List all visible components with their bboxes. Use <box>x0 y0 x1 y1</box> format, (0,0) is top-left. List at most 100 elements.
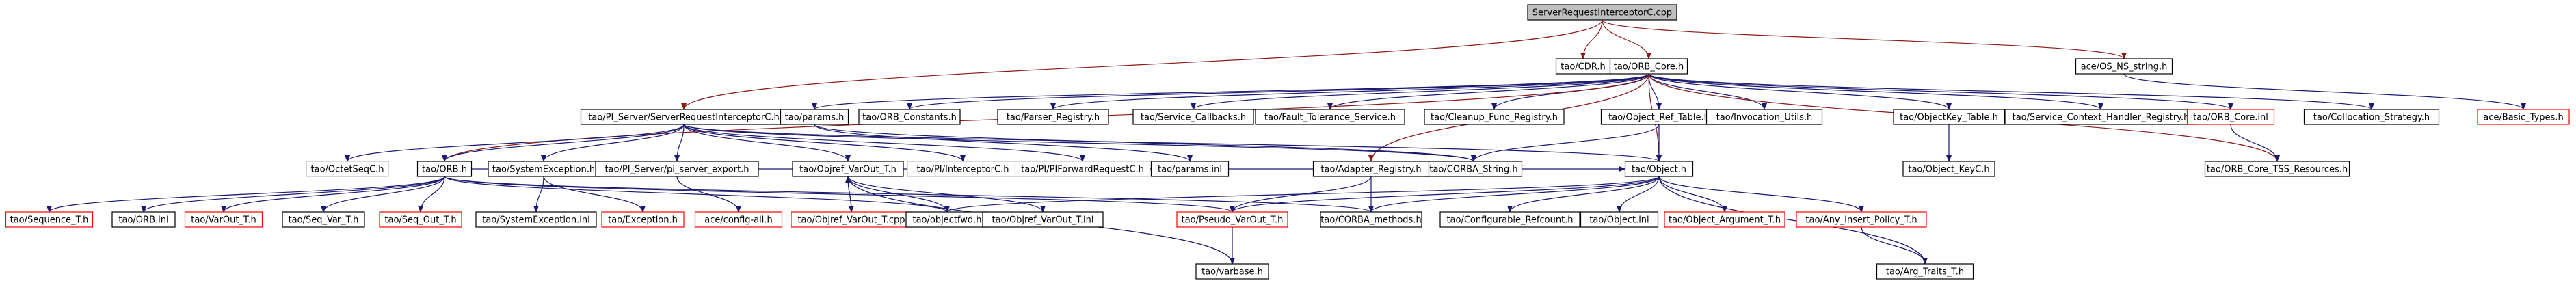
edge-object-to-any_insert <box>1658 176 1864 213</box>
edge-sric-to-pi_export <box>674 124 685 162</box>
edge-sysexc-to-sysexc_inl <box>533 176 544 213</box>
node-label: tao/ORB_Core_TSS_Resources.h <box>2207 165 2348 175</box>
edge-orb-to-varout <box>221 176 445 213</box>
node-tao-orb-constants-h[interactable]: tao/ORB_Constants.h <box>858 109 961 125</box>
node-label: tao/PI/PIForwardRequestC.h <box>1021 165 1144 175</box>
node-tao-cdr-h[interactable]: tao/CDR.h <box>1555 58 1611 75</box>
node-tao-pi-interceptorc-h[interactable]: tao/PI/InterceptorC.h <box>907 161 1019 177</box>
node-ace-basic-types-h[interactable]: ace/Basic_Types.h <box>2477 109 2570 125</box>
node-tao-adapter-registry-h[interactable]: tao/Adapter_Registry.h <box>1312 161 1430 177</box>
node-label: tao/Object_Argument_T.h <box>1669 215 1781 226</box>
edge-root-to-sric <box>681 19 1603 110</box>
node-tao-pi-piforwardrequestc-h[interactable]: tao/PI/PIForwardRequestC.h <box>1014 161 1151 177</box>
node-tao-objectfwd-h[interactable]: tao/objectfwd.h <box>905 211 989 228</box>
node-box <box>475 211 597 228</box>
node-tao-varbase-h[interactable]: tao/varbase.h <box>1195 263 1269 280</box>
node-tao-objref-varout-t-inl[interactable]: tao/Objref_VarOut_T.inl <box>982 211 1104 228</box>
node-label: tao/ORB_Constants.h <box>862 113 957 123</box>
node-label: tao/Any_Insert_Policy_T.h <box>1805 215 1917 226</box>
node-tao-configurable-refcount-h[interactable]: tao/Configurable_Refcount.h <box>1439 211 1580 228</box>
node-tao-exception-h[interactable]: tao/Exception.h <box>601 211 685 228</box>
node-tao-systemexception-inl[interactable]: tao/SystemException.inl <box>475 211 597 228</box>
edge-object-to-object_inl <box>1617 176 1660 213</box>
node-tao-any-insert-policy-t-h[interactable]: tao/Any_Insert_Policy_T.h <box>1796 211 1927 228</box>
node-box <box>1176 211 1288 228</box>
node-tao-sequence-t-h[interactable]: tao/Sequence_T.h <box>5 211 94 228</box>
node-tao-objref-varout-t-h[interactable]: tao/Objref_VarOut_T.h <box>792 161 904 177</box>
node-serverrequestinterceptorc-cpp[interactable]: ServerRequestInterceptorC.cpp <box>1527 4 1677 21</box>
node-tao-object-argument-t-h[interactable]: tao/Object_Argument_T.h <box>1664 211 1785 228</box>
node-box <box>1902 161 1995 177</box>
edge-sysexc-to-exception <box>543 176 646 213</box>
node-label: ace/Basic_Types.h <box>2483 113 2563 123</box>
node-tao-octetseqc-h[interactable]: tao/OctetSeqC.h <box>306 161 389 177</box>
node-tao-objref-varout-t-cpp[interactable]: tao/Objref_VarOut_T.cpp <box>791 211 912 228</box>
node-label: tao/objectfwd.h <box>912 215 981 226</box>
node-tao-object-inl[interactable]: tao/Object.inl <box>1580 211 1659 228</box>
node-label: tao/Object.h <box>1632 165 1686 175</box>
node-tao-object-h[interactable]: tao/Object.h <box>1624 161 1694 177</box>
edge-orb_core-to-colloc <box>1648 73 2374 110</box>
node-label: tao/Pseudo_VarOut_T.h <box>1182 215 1284 226</box>
node-label: tao/Service_Callbacks.h <box>1141 113 1246 123</box>
node-tao-invocation-utils-h[interactable]: tao/Invocation_Utils.h <box>1705 109 1823 125</box>
node-tao-params-inl[interactable]: tao/params.inl <box>1150 161 1230 177</box>
node-label: tao/SystemException.inl <box>482 215 589 226</box>
node-ace-config-all-h[interactable]: ace/config-all.h <box>694 211 783 228</box>
node-tao-parser-registry-h[interactable]: tao/Parser_Registry.h <box>997 109 1109 125</box>
node-tao-cleanup-func-registry-h[interactable]: tao/Cleanup_Func_Registry.h <box>1424 109 1565 125</box>
node-tao-seq-out-t-h[interactable]: tao/Seq_Out_T.h <box>379 211 462 228</box>
node-tao-pseudo-varout-t-h[interactable]: tao/Pseudo_VarOut_T.h <box>1176 211 1288 228</box>
node-tao-orb-core-h[interactable]: tao/ORB_Core.h <box>1609 58 1688 75</box>
edge-orb_core-to-objkey_table <box>1648 73 1952 110</box>
edge-orb-to-seqvar <box>321 176 445 213</box>
node-tao-orb-inl[interactable]: tao/ORB.inl <box>111 211 176 228</box>
node-tao-service-context-handler-registry-h[interactable]: tao/Service_Context_Handler_Registry.h <box>2004 109 2197 125</box>
node-label: tao/CORBA_methods.h <box>1320 215 1421 226</box>
node-label: ace/OS_NS_string.h <box>2081 62 2168 72</box>
node-label: tao/Objref_VarOut_T.cpp <box>797 215 905 226</box>
edge-os_ns-to-basic_types <box>2123 73 2526 110</box>
node-box <box>306 161 389 177</box>
node-label: tao/Service_Context_Handler_Registry.h <box>2013 113 2190 123</box>
node-tao-object-keyc-h[interactable]: tao/Object_KeyC.h <box>1902 161 1995 177</box>
node-tao-collocation-strategy-h[interactable]: tao/Collocation_Strategy.h <box>2303 109 2440 125</box>
node-box <box>1255 109 1405 125</box>
node-tao-objectkey-table-h[interactable]: tao/ObjectKey_Table.h <box>1893 109 2005 125</box>
node-label: tao/SystemException.h <box>492 165 595 175</box>
node-label: tao/PI_Server/pi_server_export.h <box>605 165 749 175</box>
node-tao-corba-methods-h[interactable]: tao/CORBA_methods.h <box>1320 211 1422 228</box>
node-tao-orb-core-inl[interactable]: tao/ORB_Core.inl <box>2186 109 2275 125</box>
node-label: tao/params.h <box>785 113 845 123</box>
node-tao-systemexception-h[interactable]: tao/SystemException.h <box>488 161 600 177</box>
node-tao-service-callbacks-h[interactable]: tao/Service_Callbacks.h <box>1132 109 1254 125</box>
edge-orb_core_inl-to-tss <box>2230 124 2280 162</box>
node-box <box>858 109 961 125</box>
edge-object-to-objectfwd <box>944 176 1660 213</box>
node-tao-fault-tolerance-service-h[interactable]: tao/Fault_Tolerance_Service.h <box>1255 109 1405 125</box>
edge-params-to-corba_string <box>814 124 1476 162</box>
node-tao-orb-h[interactable]: tao/ORB.h <box>416 161 473 177</box>
node-tao-object-ref-table-h[interactable]: tao/Object_Ref_Table.h <box>1600 109 1718 125</box>
node-tao-arg-traits-t-h[interactable]: tao/Arg_Traits_T.h <box>1876 263 1974 280</box>
node-tao-varout-t-h[interactable]: tao/VarOut_T.h <box>184 211 263 228</box>
node-tao-params-h[interactable]: tao/params.h <box>780 109 849 125</box>
node-tao-pi-server-serverrequestinterceptorc-h[interactable]: tao/PI_Server/ServerRequestInterceptorC.… <box>580 109 788 125</box>
node-label: tao/OctetSeqC.h <box>311 165 384 175</box>
edge-any_insert-to-arg_traits <box>1861 226 1928 265</box>
edge-object-to-conf_ref <box>1507 176 1660 213</box>
node-ace-os-ns-string-h[interactable]: ace/OS_NS_string.h <box>2075 58 2173 75</box>
node-label: tao/CORBA_String.h <box>1429 165 1517 175</box>
node-tao-orb-core-tss-resources-h[interactable]: tao/ORB_Core_TSS_Resources.h <box>2204 161 2350 177</box>
edge-orb_core-to-orb_constants <box>907 73 1649 110</box>
node-tao-pi-server-pi-server-export-h[interactable]: tao/PI_Server/pi_server_export.h <box>595 161 759 177</box>
node-label: ServerRequestInterceptorC.cpp <box>1532 8 1672 18</box>
node-box <box>5 211 94 228</box>
node-box <box>2303 109 2440 125</box>
node-tao-seq-var-t-h[interactable]: tao/Seq_Var_T.h <box>282 211 365 228</box>
edge-sric-to-objref_var <box>683 124 851 162</box>
edge-root-to-orb_core <box>1602 19 1651 59</box>
node-box <box>1876 263 1974 280</box>
node-box <box>1424 109 1565 125</box>
node-tao-corba-string-h[interactable]: tao/CORBA_String.h <box>1424 161 1523 177</box>
